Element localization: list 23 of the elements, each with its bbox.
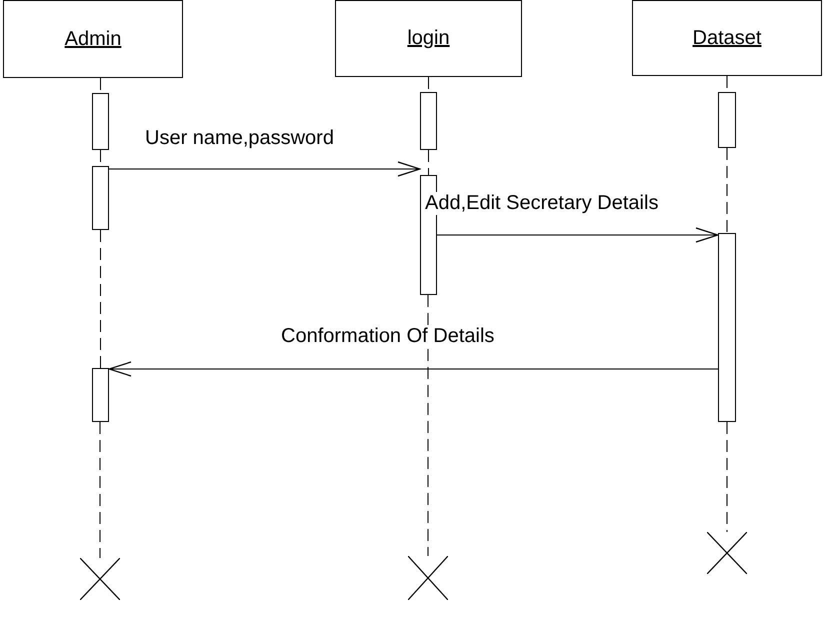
lifeline: [726, 422, 728, 532]
message-arrow: [436, 227, 719, 243]
lifeline: [726, 148, 728, 234]
activation-bar: [718, 92, 736, 148]
object-name: Admin: [64, 28, 122, 50]
lifeline-header-box: [3, 0, 183, 78]
message-label: Add,Edit Secretary Details: [423, 192, 660, 215]
destruction-mark: [80, 558, 120, 600]
lifeline-header-box: [335, 0, 522, 77]
destruction-mark: [707, 532, 747, 574]
lifeline-header-box: [632, 0, 822, 76]
activation-bar: [420, 92, 437, 150]
lifeline: [100, 230, 101, 368]
activation-bar: [718, 233, 736, 422]
message-arrow: [108, 361, 718, 377]
activation-bar: [92, 166, 109, 230]
activation-bar: [92, 368, 109, 422]
object-name: Dataset: [692, 26, 762, 50]
destruction-mark: [408, 556, 448, 600]
activation-bar: [92, 93, 109, 150]
message-arrow: [108, 161, 421, 177]
object-name: login: [407, 27, 450, 50]
lifeline: [428, 150, 429, 176]
